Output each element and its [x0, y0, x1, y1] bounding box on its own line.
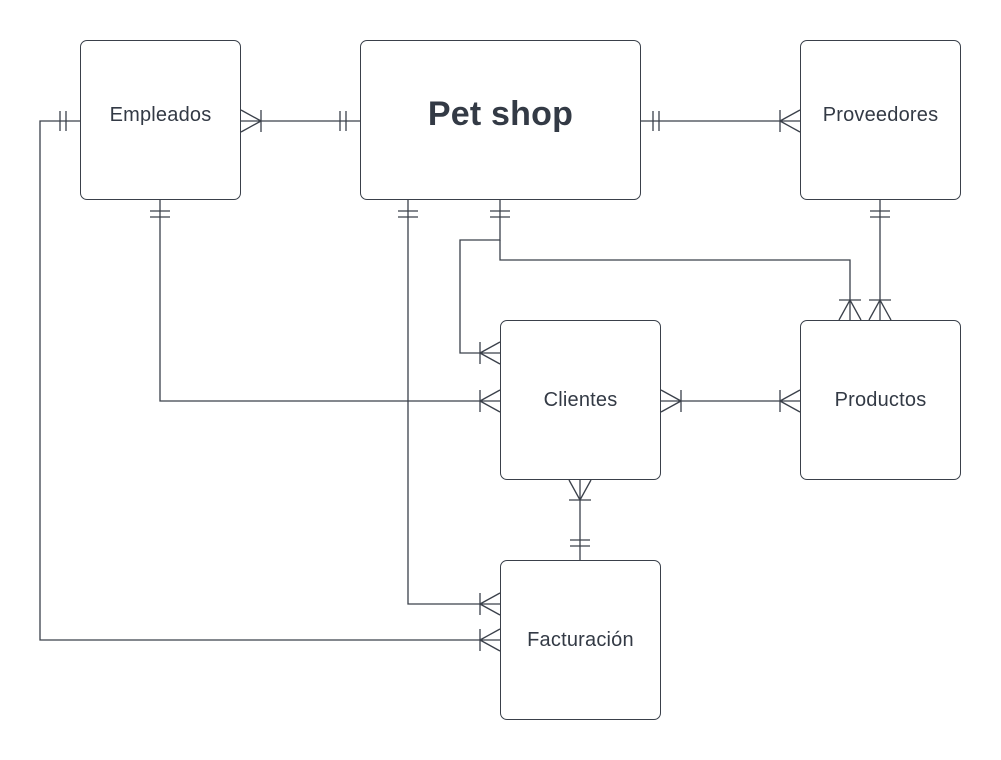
entity-empleados[interactable]: Empleados	[80, 40, 241, 200]
entity-label: Clientes	[543, 388, 618, 411]
entity-label: Proveedores	[822, 103, 939, 126]
rel-empleados-facturacion[interactable]	[39, 111, 501, 652]
entity-label: Facturación	[527, 628, 634, 651]
rel-productos-clientes[interactable]	[660, 389, 801, 413]
entity-proveedores[interactable]: Proveedores	[800, 40, 961, 200]
entity-label: Productos	[834, 388, 927, 411]
entity-clientes[interactable]: Clientes	[500, 320, 661, 480]
entity-productos[interactable]: Productos	[800, 320, 961, 480]
rel-empleados-petshop[interactable]	[240, 109, 360, 133]
rel-petshop-facturacion[interactable]	[398, 200, 501, 616]
rel-petshop-productos[interactable]	[499, 240, 862, 321]
entity-label: Empleados	[109, 103, 212, 126]
entity-facturacion[interactable]: Facturación	[500, 560, 661, 720]
rel-clientes-facturacion[interactable]	[568, 479, 592, 560]
rel-petshop-clientes[interactable]	[459, 200, 510, 365]
rel-proveedores-productos[interactable]	[868, 200, 892, 321]
entity-pet-shop[interactable]: Pet shop	[360, 40, 641, 200]
rel-empleados-clientes[interactable]	[150, 200, 501, 413]
rel-petshop-proveedores[interactable]	[641, 109, 801, 133]
entity-label: Pet shop	[427, 94, 574, 133]
